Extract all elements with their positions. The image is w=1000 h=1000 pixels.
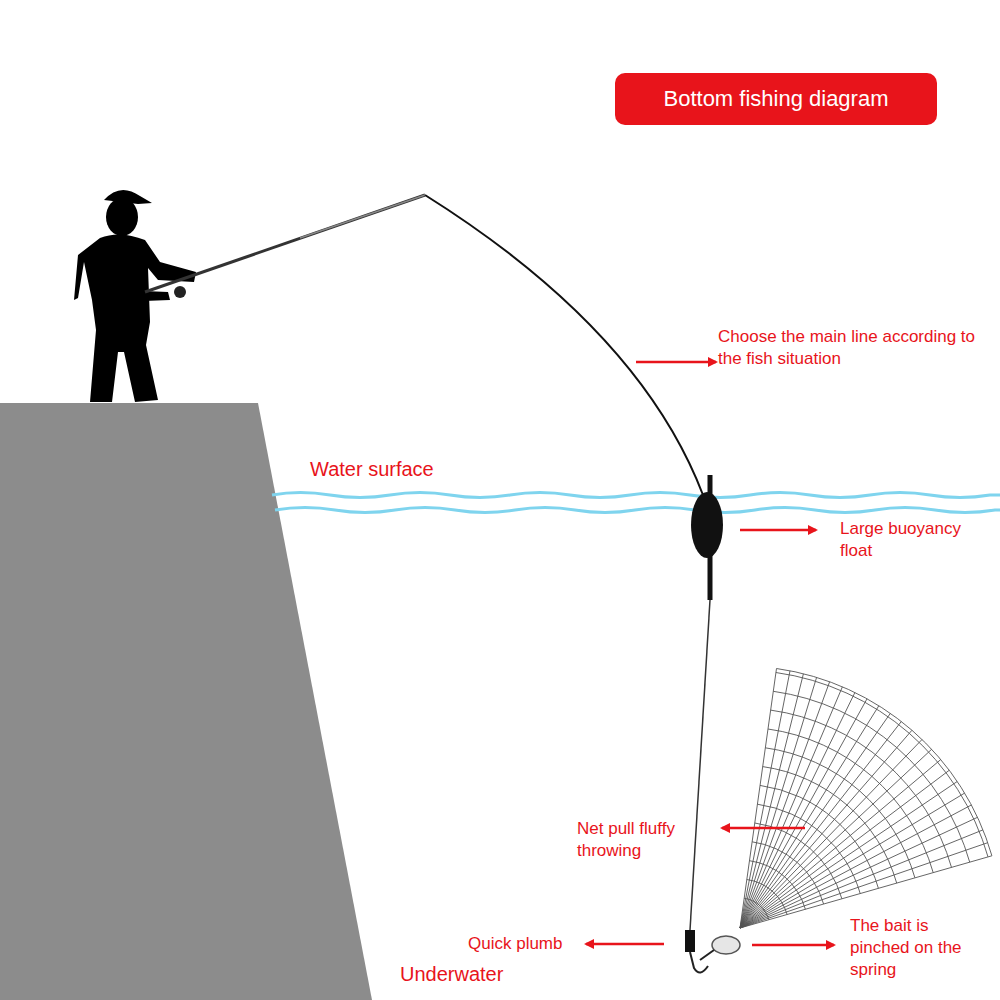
- rod-tip: [300, 195, 425, 238]
- title: Bottom fishing diagram: [664, 86, 889, 112]
- surface-label: Water surface: [310, 456, 510, 482]
- float-body: [691, 492, 723, 558]
- sub-line: [690, 600, 710, 930]
- float-label: Large buoyancy float: [840, 518, 990, 562]
- main-line: [425, 195, 703, 495]
- reel: [174, 286, 186, 298]
- water-line: [275, 508, 1000, 513]
- angler-silhouette: [74, 190, 196, 402]
- fishing-rod: [145, 195, 425, 292]
- line-note: Choose the main line according to the fi…: [718, 326, 996, 370]
- bait-spring: [712, 936, 740, 954]
- water-line: [272, 493, 1000, 498]
- net-label: Net pull fluffy throwing: [577, 818, 702, 862]
- quick-plumb: [685, 930, 695, 952]
- underwater-label: Underwater: [400, 961, 540, 987]
- title-banner: Bottom fishing diagram: [615, 73, 937, 125]
- net-fan: [740, 669, 992, 929]
- hook: [690, 950, 714, 973]
- plumb-label: Quick plumb: [468, 933, 578, 955]
- bait-label: The bait is pinched on the spring: [850, 915, 990, 981]
